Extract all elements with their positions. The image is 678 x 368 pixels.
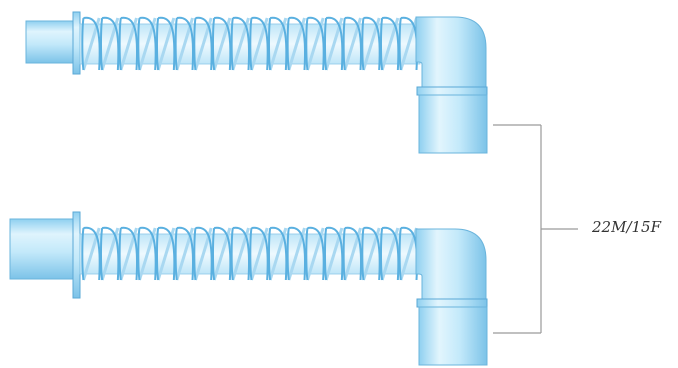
spiral-coil-back	[212, 17, 232, 71]
spiral-coil	[379, 16, 400, 71]
spiral-coil	[305, 16, 325, 71]
spiral-coil	[193, 226, 213, 281]
spiral-coil-back	[119, 17, 138, 71]
spiral-coil-back	[250, 17, 269, 71]
upper-elbow-connector	[415, 16, 487, 89]
spiral-coil	[379, 226, 400, 281]
lower-coupling-sleeve	[418, 306, 488, 366]
lower-elbow-connector	[415, 228, 487, 301]
spiral-coil	[361, 16, 381, 71]
spiral-coil	[81, 226, 101, 281]
spiral-coil-back	[287, 227, 306, 281]
spiral-coil	[211, 16, 232, 71]
spiral-coil	[118, 16, 139, 71]
upper-tube-assembly	[25, 11, 488, 154]
spiral-coil	[155, 226, 176, 281]
spiral-coil-back	[119, 227, 138, 281]
spiral-coil	[174, 16, 195, 71]
spiral-coil-back	[287, 17, 306, 71]
spiral-coil-back	[231, 17, 250, 71]
spiral-coil-back	[268, 227, 288, 281]
spiral-coil	[137, 226, 157, 281]
spiral-coil	[99, 226, 120, 281]
spiral-coil	[286, 226, 307, 281]
spiral-coil-back	[194, 17, 213, 71]
spiral-coil-back	[100, 227, 120, 281]
lower-coupling-ring	[416, 298, 488, 308]
spiral-coil	[249, 226, 269, 281]
spiral-coil-back	[399, 17, 418, 71]
spiral-coil	[211, 226, 232, 281]
spiral-coil-back	[380, 227, 400, 281]
upper-straight-connector	[25, 20, 75, 64]
spiral-coil-back	[138, 227, 157, 281]
spiral-coil-back	[156, 227, 176, 281]
spiral-coil-back	[175, 17, 194, 71]
spiral-coil-back	[175, 227, 194, 281]
spiral-coil-back	[362, 17, 381, 71]
spiral-coil-back	[380, 17, 400, 71]
upper-coupling-ring	[416, 86, 488, 96]
spiral-coil-back	[250, 227, 269, 281]
spiral-coil	[361, 226, 381, 281]
upper-coupling-sleeve	[418, 94, 488, 154]
spiral-coil	[342, 16, 363, 71]
spiral-coil	[230, 16, 251, 71]
lower-tube-assembly	[9, 211, 488, 366]
spiral-coil	[323, 16, 344, 71]
upper-connector-flange	[72, 11, 81, 75]
spiral-coil-back	[82, 17, 101, 71]
spiral-coil-back	[324, 17, 344, 71]
spiral-coil-back	[156, 17, 176, 71]
spiral-coil	[99, 16, 120, 71]
spiral-coil-back	[306, 227, 325, 281]
lower-straight-connector	[9, 218, 75, 280]
spiral-coil-back	[343, 227, 362, 281]
spiral-coil-back	[343, 17, 362, 71]
spiral-coil	[137, 16, 157, 71]
spiral-coil	[267, 226, 288, 281]
spiral-coil-back	[100, 17, 120, 71]
lower-connector-flange	[72, 211, 81, 299]
spiral-coil	[230, 226, 251, 281]
connector-size-label: 22M/15F	[592, 218, 661, 236]
spiral-coil-back	[362, 227, 381, 281]
spiral-coil	[193, 16, 213, 71]
spiral-coil	[267, 16, 288, 71]
lower-tube-spiral	[81, 226, 419, 281]
spiral-coil-back	[324, 227, 344, 281]
spiral-coil-back	[138, 17, 157, 71]
spiral-coil	[118, 226, 139, 281]
spiral-coil	[342, 226, 363, 281]
spiral-coil	[155, 16, 176, 71]
spiral-coil-back	[306, 17, 325, 71]
spiral-coil	[81, 16, 101, 71]
upper-tube-spiral	[81, 16, 419, 71]
spiral-coil	[323, 226, 344, 281]
spiral-coil	[249, 16, 269, 71]
spiral-coil-back	[212, 227, 232, 281]
spiral-coil	[305, 226, 325, 281]
spiral-coil-back	[194, 227, 213, 281]
callout-bracket	[493, 124, 578, 334]
spiral-coil-back	[399, 227, 418, 281]
spiral-coil-back	[231, 227, 250, 281]
spiral-coil-back	[82, 227, 101, 281]
spiral-coil-back	[268, 17, 288, 71]
spiral-coil	[286, 16, 307, 71]
spiral-coil	[174, 226, 195, 281]
